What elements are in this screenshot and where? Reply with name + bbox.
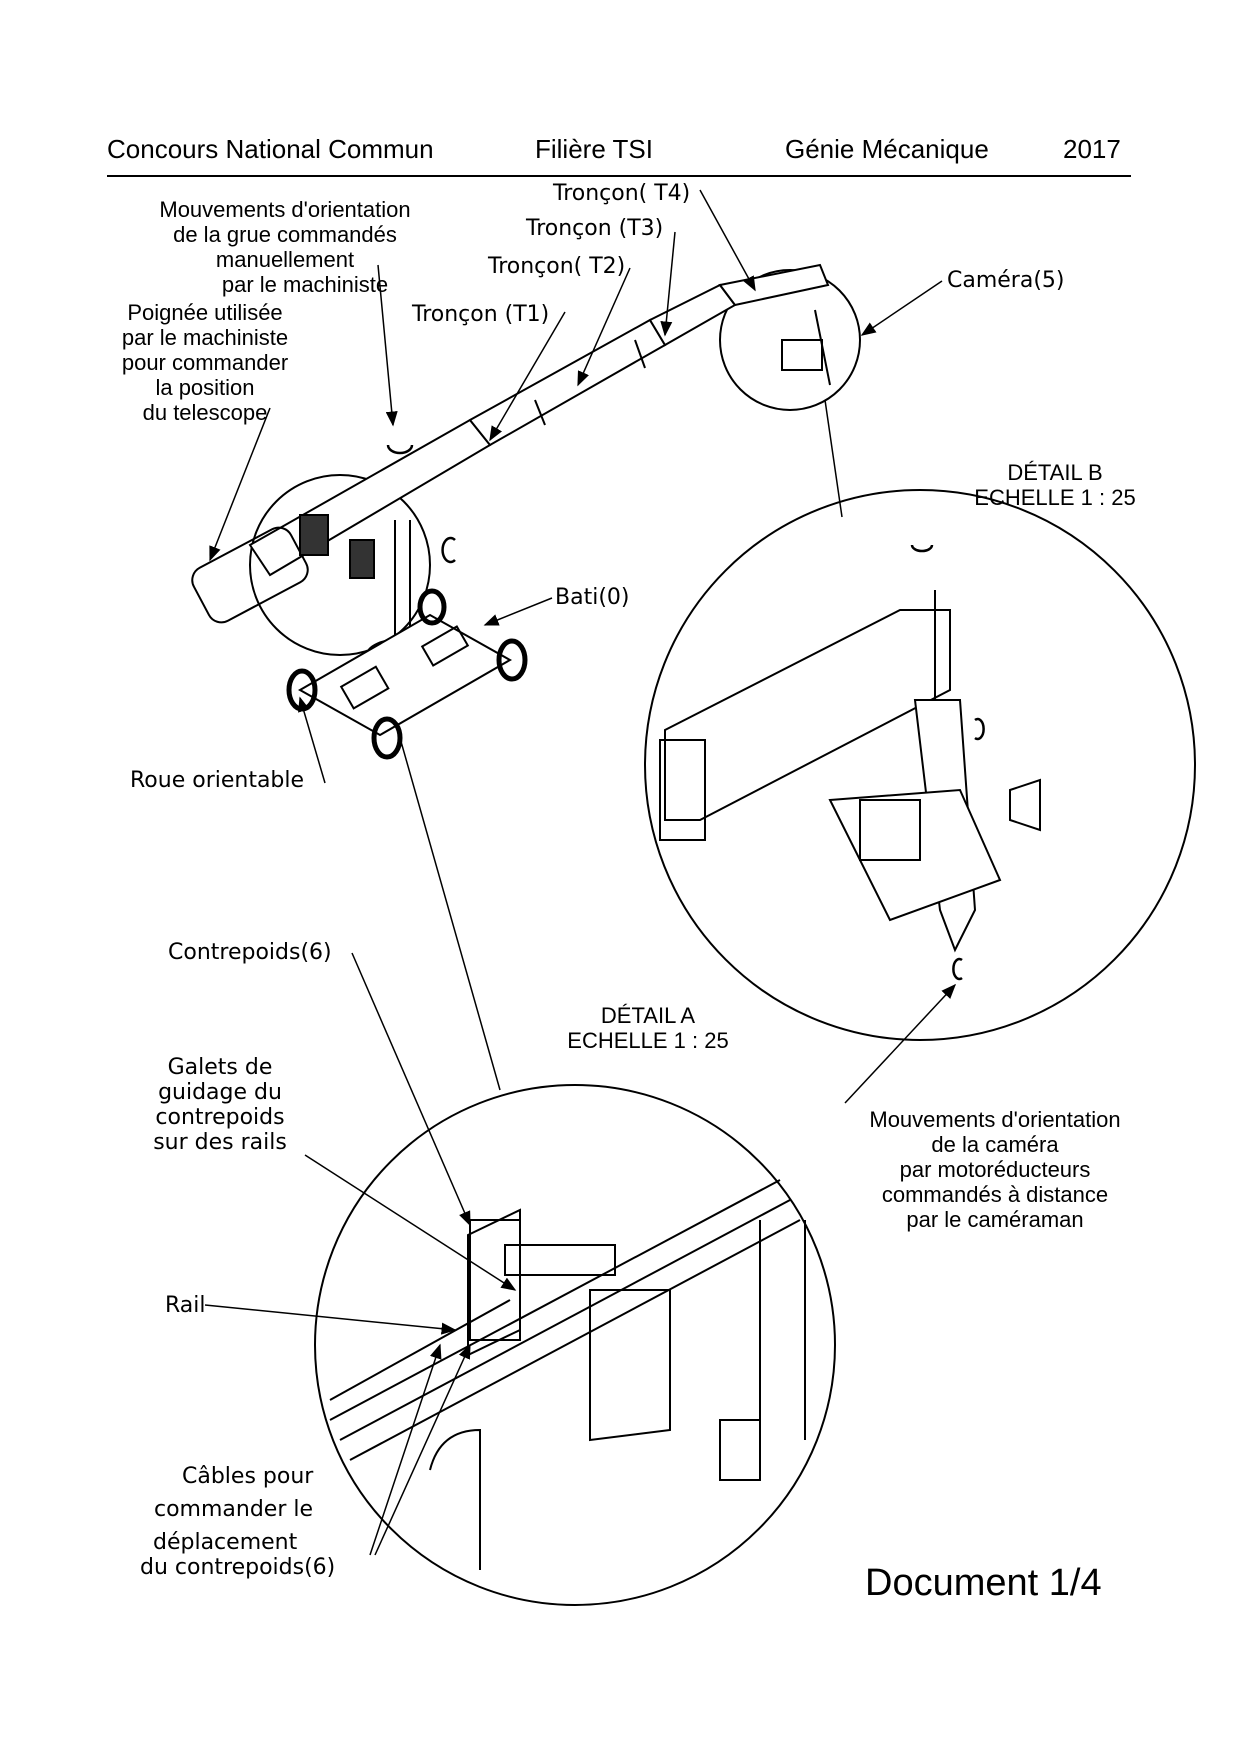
label-crane-rotation: Mouvements d'orientation de la grue comm…: [159, 197, 411, 297]
header-exam: Concours National Commun: [107, 134, 434, 164]
label-t3: Tronçon (T3): [526, 216, 664, 241]
label-counterweight: Contrepoids(6): [168, 940, 332, 965]
detail-b-caption: DÉTAIL B ECHELLE 1 : 25: [955, 460, 1155, 510]
handle-cage: [191, 526, 309, 624]
counterweight-block-right: [589, 1289, 671, 1442]
detail-b-circle: [644, 489, 1196, 1041]
label-wheel: Roue orientable: [130, 768, 305, 793]
boom-t3: [648, 283, 737, 347]
base-frame: [297, 613, 513, 737]
leader-camera: [860, 280, 943, 336]
leader-cables-2: [374, 1343, 471, 1556]
label-handle: Poignée utilisée par le machiniste pour …: [121, 300, 289, 425]
detail-a-scale: ECHELLE 1 : 25: [567, 1028, 729, 1053]
detail-b-title: DÉTAIL B: [1007, 460, 1103, 485]
label-camera: Caméra(5): [947, 268, 1065, 293]
leader-rail: [204, 1304, 457, 1335]
header-year: 2017: [1063, 134, 1121, 164]
leader-cables-1: [369, 1343, 442, 1556]
leader-bati: [483, 597, 553, 626]
header-rule: [107, 175, 1131, 177]
leader-camera-rotation: [844, 983, 957, 1104]
label-bati: Bati(0): [555, 585, 630, 610]
wheel: [371, 716, 403, 760]
document-page-number: Document 1/4: [865, 1562, 1102, 1604]
leader-t3: [660, 231, 676, 337]
wheel: [496, 638, 528, 682]
label-cables: Câbles pour commander le déplacement du …: [140, 1464, 336, 1580]
label-t1: Tronçon (T1): [412, 302, 550, 327]
label-rollers: Galets de guidage du contrepoids sur des…: [153, 1055, 287, 1155]
detail-b-scale: ECHELLE 1 : 25: [974, 485, 1136, 510]
detail-a-title: DÉTAIL A: [600, 1003, 696, 1028]
leader-counterweight: [351, 952, 471, 1227]
leader-handle: [209, 407, 271, 562]
boom-t2: [468, 318, 667, 447]
wheel: [417, 588, 447, 626]
boom-t4: [718, 263, 830, 307]
detail-a-drawing: [329, 1179, 806, 1570]
detail-a-marker-circle: [249, 474, 431, 656]
leader-t2: [577, 267, 631, 387]
leader-crane-rotation: [377, 264, 398, 427]
header-track: Filière TSI: [535, 134, 653, 164]
label-camera-rotation: Mouvements d'orientation de la caméra pa…: [869, 1107, 1121, 1232]
leader-t4: [699, 189, 756, 292]
detail-a-caption: DÉTAIL A ECHELLE 1 : 25: [548, 1003, 748, 1053]
header-subject: Génie Mécanique: [785, 134, 989, 164]
label-t4: Tronçon( T4): [553, 181, 691, 206]
leader-t1: [489, 311, 566, 442]
leader-wheel: [298, 696, 326, 784]
label-rail: Rail: [165, 1293, 206, 1318]
label-t2: Tronçon( T2): [488, 254, 626, 279]
detail-a-circle: [314, 1084, 836, 1606]
leader-rollers: [304, 1154, 517, 1291]
detail-b-drawing: [659, 544, 1041, 981]
